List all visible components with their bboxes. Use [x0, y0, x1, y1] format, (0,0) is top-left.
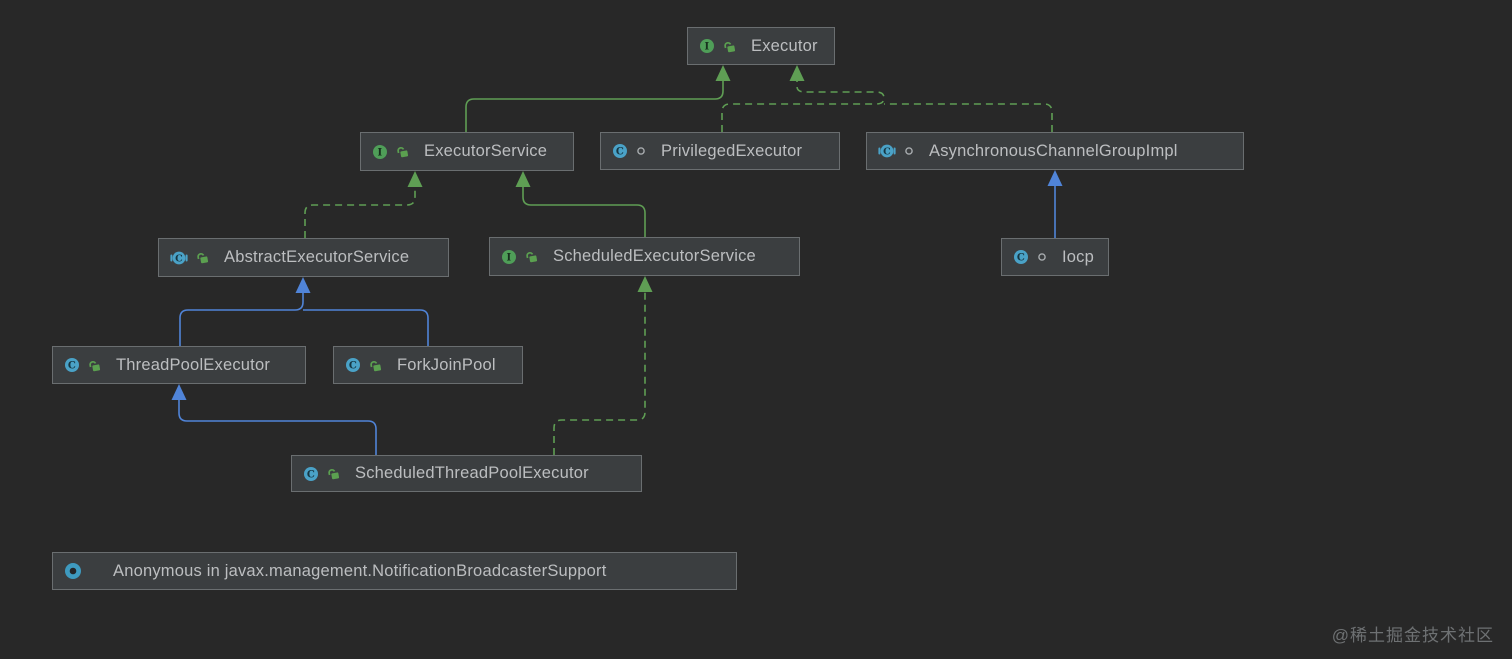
svg-text:C: C [616, 147, 624, 158]
implements-edge [721, 81, 885, 132]
implements-arrowhead [407, 171, 423, 187]
svg-text:C: C [175, 253, 183, 264]
class-node-scheduled-thread-pool-executor[interactable]: C ScheduledThreadPoolExecutor [291, 455, 642, 492]
class-name: ThreadPoolExecutor [116, 355, 271, 374]
public-lock-icon [326, 466, 341, 481]
class-node-privileged-executor[interactable]: C PrivilegedExecutor [600, 132, 840, 170]
class-node-anonymous-notification-broadcaster[interactable]: Anonymous in javax.management.Notificati… [52, 552, 737, 590]
class-name: Iocp [1062, 247, 1094, 266]
public-lock-icon [368, 358, 383, 373]
svg-text:I: I [507, 252, 512, 263]
class-name: ScheduledExecutorService [553, 247, 756, 265]
extends-edge [303, 309, 429, 346]
interface-icon: I [699, 38, 715, 54]
extends-edge [465, 81, 724, 132]
svg-text:I: I [705, 42, 710, 53]
extends-edge [522, 187, 646, 237]
svg-text:C: C [68, 361, 76, 372]
extends-edge [178, 400, 377, 455]
svg-text:I: I [378, 147, 383, 158]
class-icon: C [345, 357, 361, 373]
class-node-fork-join-pool[interactable]: C ForkJoinPool [333, 346, 523, 384]
class-node-asynchronous-channel-group-impl[interactable]: C AsynchronousChannelGroupImpl [866, 132, 1244, 170]
class-node-scheduled-executor-service[interactable]: I ScheduledExecutorService [489, 237, 800, 276]
implements-edge [884, 103, 1053, 132]
implements-edge [304, 187, 416, 238]
class-node-executor-service[interactable]: I ExecutorService [360, 132, 574, 171]
extends-arrowhead [295, 277, 311, 293]
abstract-class-icon: C [878, 143, 896, 159]
anonymous-class-icon [64, 562, 82, 580]
public-lock-icon [87, 358, 102, 373]
class-icon: C [64, 357, 80, 373]
public-lock-icon [722, 39, 737, 54]
package-private-icon [1036, 251, 1048, 263]
class-name: ForkJoinPool [397, 355, 496, 374]
class-node-executor[interactable]: I Executor [687, 27, 835, 65]
class-name: AbstractExecutorService [224, 248, 410, 266]
svg-text:C: C [1017, 253, 1025, 264]
class-name: PrivilegedExecutor [661, 141, 803, 160]
class-icon: C [303, 466, 319, 482]
class-node-abstract-executor-service[interactable]: C AbstractExecutorService [158, 238, 449, 277]
abstract-class-icon: C [170, 250, 188, 266]
package-private-icon [635, 145, 647, 157]
extends-arrowhead [171, 384, 187, 400]
extends-edge [179, 293, 304, 346]
class-name: ScheduledThreadPoolExecutor [355, 464, 589, 482]
watermark: @稀土掘金技术社区 [1331, 626, 1494, 645]
class-node-iocp[interactable]: C Iocp [1001, 238, 1109, 276]
interface-icon: I [501, 249, 517, 265]
class-name: Anonymous in javax.management.Notificati… [113, 561, 607, 580]
implements-arrowhead [637, 276, 653, 292]
extends-arrowhead [1047, 170, 1063, 186]
class-node-thread-pool-executor[interactable]: C ThreadPoolExecutor [52, 346, 306, 384]
class-name: ExecutorService [424, 142, 548, 160]
svg-text:C: C [883, 146, 891, 157]
interface-icon: I [372, 144, 388, 160]
public-lock-icon [524, 249, 539, 264]
implements-arrowhead [789, 65, 805, 81]
class-icon: C [612, 143, 628, 159]
class-name: Executor [751, 36, 818, 55]
public-lock-icon [395, 144, 410, 159]
svg-text:C: C [349, 361, 357, 372]
class-icon: C [1013, 249, 1029, 265]
extends-arrowhead [715, 65, 731, 81]
extends-arrowhead [515, 171, 531, 187]
class-name: AsynchronousChannelGroupImpl [929, 141, 1178, 160]
svg-text:C: C [307, 469, 315, 480]
package-private-icon [903, 145, 915, 157]
implements-edge [553, 292, 646, 455]
public-lock-icon [195, 250, 210, 265]
